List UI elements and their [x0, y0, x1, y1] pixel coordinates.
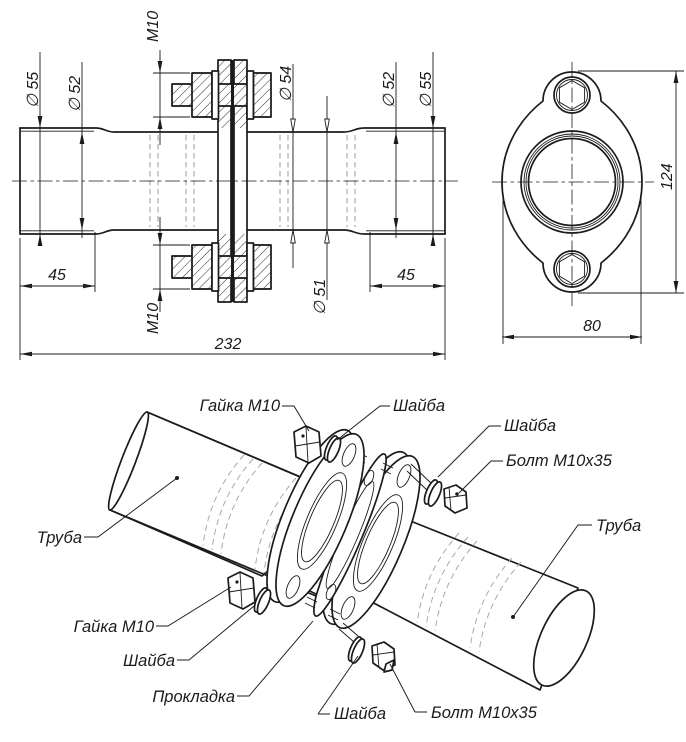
- label-nut-top: Гайка М10: [200, 397, 281, 415]
- flange-left: [266, 428, 365, 608]
- exploded-labels: Гайка М10 Шайба Шайба Болт М10х35 Труба …: [37, 397, 641, 723]
- label-washer-right: Шайба: [504, 417, 556, 435]
- nut-lower: [227, 571, 256, 610]
- dimension-80: 80: [583, 318, 601, 335]
- flange-centerlines: [492, 62, 654, 306]
- dimension-dia54: ∅ 54: [278, 66, 295, 102]
- dimension-dia51: ∅ 51: [312, 279, 329, 315]
- bolt-lower: [338, 622, 396, 673]
- washer: [246, 70, 255, 120]
- bolt-upper: [406, 463, 468, 514]
- section-side-view: ∅ 55 ∅ 52 M10 ∅ 54 ∅ 51 ∅ 52: [12, 11, 458, 360]
- dimension-232: 232: [214, 336, 242, 353]
- dimension-dia55-left: ∅ 55: [25, 72, 42, 108]
- flange-front-view: 124 80: [492, 62, 684, 344]
- label-pipe-right: Труба: [596, 517, 641, 535]
- bolt-head-upper: [443, 484, 468, 514]
- washer-lower-left: [253, 587, 272, 615]
- label-pipe-left: Труба: [37, 529, 82, 547]
- gasket-edge: [231, 60, 234, 302]
- bolt-shaft-segments: [304, 596, 341, 621]
- label-washer-bottom-left: Шайба: [123, 652, 175, 670]
- pipe-outline: [19, 127, 446, 235]
- dimension-45-left: 45: [48, 267, 66, 284]
- dimension-dia52-left: ∅ 52: [67, 76, 84, 112]
- flange-dimensions: 124 80: [502, 70, 684, 344]
- dimension-124: 124: [659, 163, 676, 190]
- dimension-m10-top: M10: [145, 11, 162, 42]
- label-washer-top: Шайба: [393, 397, 445, 415]
- label-nut-bottom: Гайка М10: [74, 618, 155, 636]
- exploded-assembly-view: Гайка М10 Шайба Шайба Болт М10х35 Труба …: [37, 397, 641, 723]
- dimension-dia55-right: ∅ 55: [418, 72, 435, 108]
- dimension-dia52-right: ∅ 52: [381, 72, 398, 108]
- label-bolt-bottom: Болт М10х35: [431, 704, 538, 722]
- label-bolt-right: Болт М10х35: [506, 452, 613, 470]
- dimension-m10-bottom: M10: [145, 303, 162, 334]
- section-dimensions: ∅ 55 ∅ 52 M10 ∅ 54 ∅ 51 ∅ 52: [19, 11, 446, 360]
- dimension-45-right: 45: [397, 267, 415, 284]
- nut-upper: [293, 425, 322, 464]
- washer: [211, 242, 220, 292]
- washer: [211, 70, 220, 120]
- label-gasket: Прокладка: [152, 688, 235, 706]
- label-washer-bottom: Шайба: [334, 705, 386, 723]
- washer: [246, 242, 255, 292]
